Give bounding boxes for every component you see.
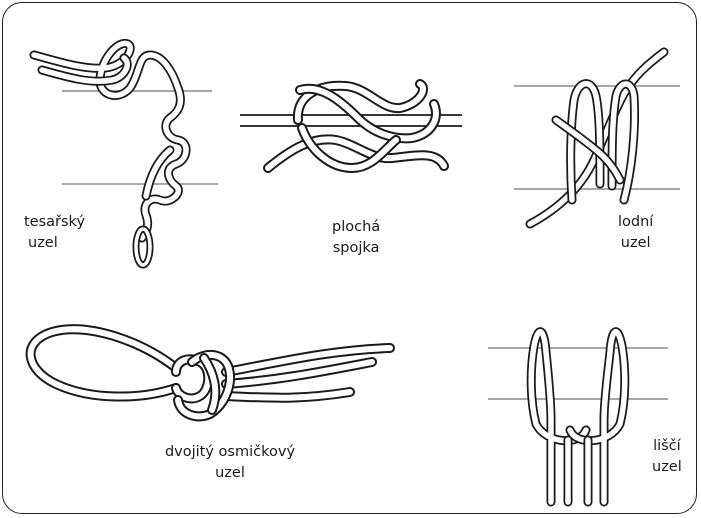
figure-eight-label-line1: dvojitý osmičkový <box>160 442 300 463</box>
cow-hitch-icon <box>488 332 668 502</box>
clove-hitch-label: lodní uzel <box>618 212 653 254</box>
timber-hitch-label: tesařský uzel <box>24 212 85 254</box>
timber-hitch-label-line2: uzel <box>24 233 85 254</box>
figure-eight-label-line2: uzel <box>160 463 300 484</box>
cow-hitch-label-line1: liščí <box>652 436 682 457</box>
clove-hitch-icon <box>514 52 680 224</box>
reef-knot-label: plochá spojka <box>332 217 380 259</box>
figure-eight-loop-icon <box>31 329 390 416</box>
clove-hitch-label-line1: lodní <box>618 212 653 233</box>
figure-eight-label: dvojitý osmičkový uzel <box>160 442 300 484</box>
timber-hitch-label-line1: tesařský <box>24 212 85 233</box>
reef-knot-label-line1: plochá <box>332 217 380 238</box>
clove-hitch-label-line2: uzel <box>618 233 653 254</box>
cow-hitch-label-line2: uzel <box>652 457 682 478</box>
reef-knot-label-line2: spojka <box>332 238 380 259</box>
reef-knot-icon <box>240 84 462 168</box>
cow-hitch-label: liščí uzel <box>652 436 682 478</box>
